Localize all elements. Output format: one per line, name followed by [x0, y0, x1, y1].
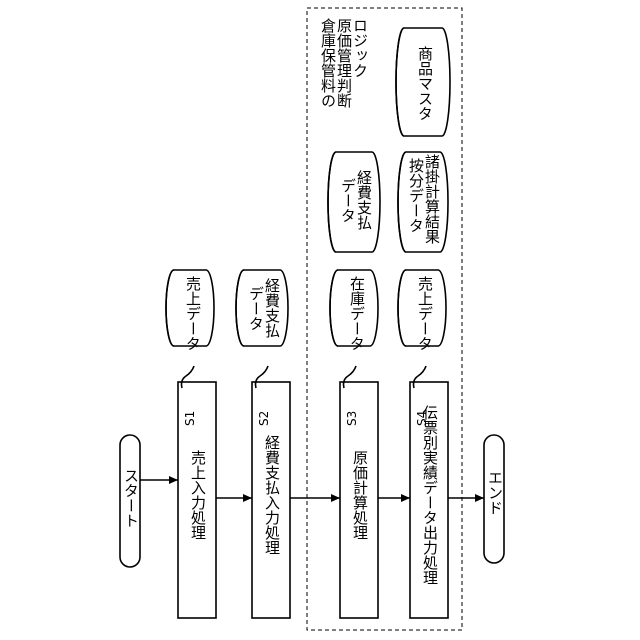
- process-label-s1: 売上入力処理: [189, 450, 207, 540]
- step-label-s1: S1: [183, 411, 197, 426]
- database-expense-data-label-1: 経費支払: [355, 170, 373, 230]
- step-label-s3: S3: [345, 411, 359, 426]
- step-label-s4: S4: [415, 411, 429, 426]
- start-label: スタート: [122, 468, 140, 528]
- database-sales-data-2-label: 売上データ: [416, 276, 434, 351]
- database-sales-data-label: 売上データ: [184, 276, 202, 351]
- end-label: エンド: [486, 470, 504, 515]
- process-label-s3: 原価計算処理: [351, 450, 369, 540]
- process-label-s4: 伝票別実績データ出力処理: [421, 405, 439, 585]
- logic-title-line3: ロジック: [351, 18, 369, 78]
- database-expense-data-label-2: データ: [339, 178, 357, 223]
- database-product-master-label: 商品マスタ: [416, 46, 434, 121]
- database-expense-payment-label-1: 経費支払: [263, 278, 281, 338]
- process-label-s2: 経費支払入力処理: [263, 435, 281, 555]
- step-label-s2: S2: [257, 411, 271, 426]
- database-calc-result-label-2: 按分データ: [407, 158, 425, 233]
- database-expense-payment-label-2: データ: [247, 286, 265, 331]
- database-inventory-data-label: 在庫データ: [348, 276, 366, 351]
- database-calc-result-label-1: 諸掛計算結果: [423, 154, 441, 244]
